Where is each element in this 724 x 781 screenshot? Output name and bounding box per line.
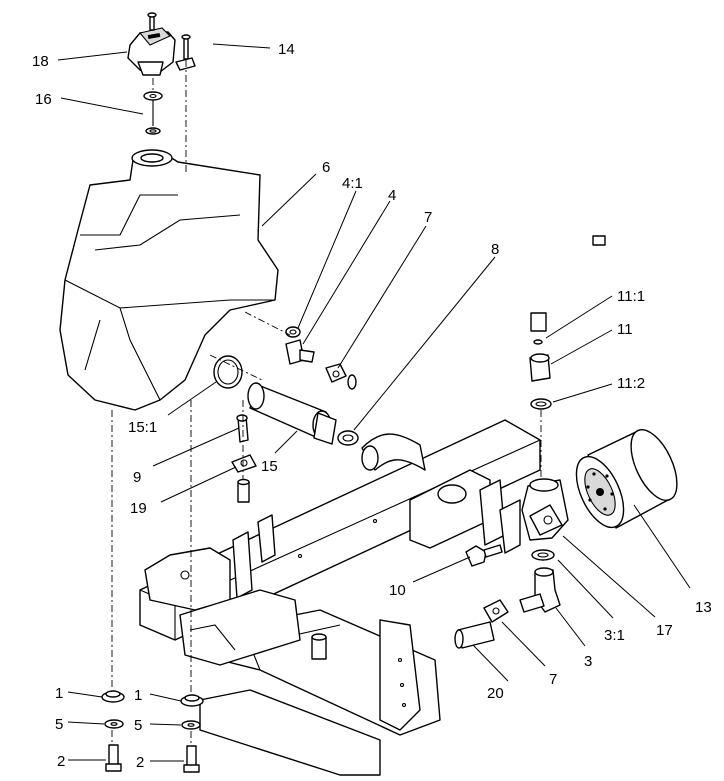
callout-8: 8 [491,241,499,258]
callout-5-left: 5 [55,716,63,733]
fuel-tank [59,149,279,411]
callout-10: 10 [389,582,406,599]
callout-3: 3 [584,653,592,670]
callout-20: 20 [487,685,504,702]
callout-6: 6 [322,159,330,176]
tank-fittings [285,326,357,390]
callout-9: 9 [133,469,141,486]
callout-7-upper: 7 [424,209,432,226]
callout-1-right: 1 [134,687,142,704]
callout-4-1: 4:1 [342,175,363,192]
callout-17: 17 [656,622,673,639]
callout-2-left: 2 [57,753,65,770]
fuel-cap-assembly [127,12,196,135]
callout-11: 11 [617,321,633,338]
callout-4: 4 [388,187,396,204]
callout-13: 13 [695,599,712,616]
callout-15: 15 [261,458,278,475]
lower-hose [454,599,509,649]
callout-14: 14 [278,41,295,58]
callout-2-right: 2 [136,754,144,771]
chassis-frame [139,419,541,776]
callout-1-left: 1 [55,685,63,702]
fuel-filter [465,429,678,613]
callout-11-1: 11:1 [617,288,645,305]
mount-hardware [101,690,204,773]
callout-16: 16 [35,91,52,108]
leader-lines [57,43,691,762]
fuel-tube [213,355,426,471]
callout-labels: 18 14 16 6 4:1 4 7 8 11:1 11 11:2 15:1 9… [32,41,712,771]
callout-5-right: 5 [134,717,142,734]
callout-18: 18 [32,53,49,70]
callout-7-lower: 7 [549,671,557,688]
callout-11-2: 11:2 [617,375,645,392]
vent-fittings [231,414,257,503]
callout-3-1: 3:1 [604,627,625,644]
callout-19: 19 [130,500,147,517]
fuel-line-assembly [529,224,606,410]
callout-15-1: 15:1 [128,419,157,436]
